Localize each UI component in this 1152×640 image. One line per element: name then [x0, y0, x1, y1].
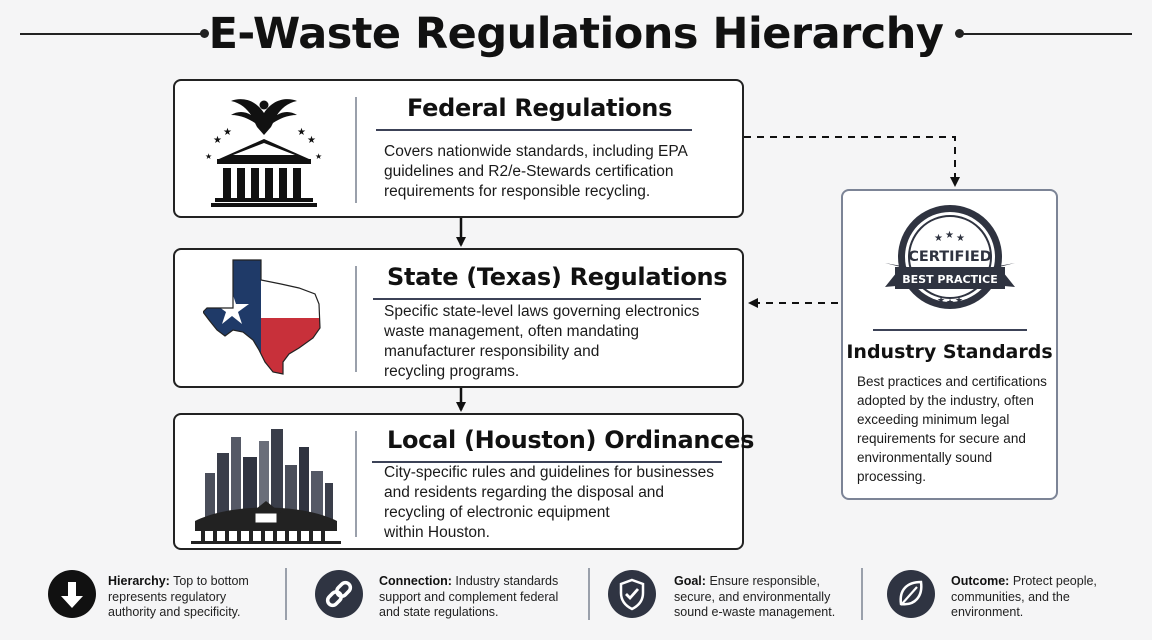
- page-title: E-Waste Regulations Hierarchy: [208, 9, 944, 59]
- title-dot-right: [955, 29, 964, 38]
- local-title: Local (Houston) Ordinances: [387, 426, 755, 454]
- title-rule-right: [960, 33, 1132, 35]
- footer-hierarchy: Hierarchy: Top to bottom represents regu…: [48, 566, 278, 626]
- certified-badge-icon: ★ ★ ★ CERTIFIED BEST PRACTICE ★ ★ ★: [885, 205, 1015, 309]
- footer-outcome-text: Outcome: Protect people, communities, an…: [951, 574, 1097, 619]
- footer-hierarchy-text: Hierarchy: Top to bottom represents regu…: [108, 574, 249, 619]
- federal-description: Covers nationwide standards, including E…: [384, 143, 688, 200]
- title-dot-left: [200, 29, 209, 38]
- local-card: Local (Houston) Ordinances City-specific…: [173, 413, 754, 550]
- state-description: Specific state-level laws governing elec…: [384, 303, 700, 380]
- industry-standards-card: ★ ★ ★ CERTIFIED BEST PRACTICE ★ ★ ★ Indu…: [841, 189, 1058, 500]
- local-description: City-specific rules and guidelines for b…: [384, 464, 714, 541]
- capitol-eagle-icon: ★ ★ ★ ★ ★ ★: [205, 99, 322, 207]
- svg-text:★: ★: [945, 230, 954, 241]
- shield-check-icon: [608, 570, 656, 618]
- svg-text:★: ★: [297, 127, 306, 138]
- houston-skyline-icon: [191, 429, 341, 544]
- footer-connection: Connection: Industry standards support a…: [315, 566, 575, 626]
- dashed-arrow-federal-to-industry: [744, 136, 960, 187]
- svg-text:★: ★: [315, 152, 322, 161]
- federal-card: ★ ★ ★ ★ ★ ★ Federal Regulations Covers n…: [173, 79, 744, 218]
- industry-title-rule: [873, 329, 1027, 331]
- industry-title: Industry Standards: [846, 341, 1053, 363]
- footer-connection-text: Connection: Industry standards support a…: [379, 574, 559, 619]
- footer-divider: [861, 568, 863, 620]
- svg-text:★: ★: [956, 233, 965, 244]
- leaf-icon: [887, 570, 935, 618]
- title-rule-left: [20, 33, 205, 35]
- vertical-divider: [355, 97, 357, 203]
- local-title-rule: [372, 461, 722, 463]
- svg-text:★: ★: [946, 297, 954, 307]
- title-row: E-Waste Regulations Hierarchy: [0, 8, 1152, 60]
- footer-divider: [588, 568, 590, 620]
- arrow-down-icon: [48, 570, 96, 618]
- svg-text:★: ★: [934, 233, 943, 244]
- state-title-rule: [373, 298, 701, 300]
- svg-text:★: ★: [937, 295, 945, 305]
- footer-outcome: Outcome: Protect people, communities, an…: [887, 566, 1117, 626]
- link-icon: [315, 570, 363, 618]
- svg-text:★: ★: [307, 135, 316, 146]
- vertical-divider: [355, 431, 357, 537]
- footer-goal: Goal: Ensure responsible, secure, and en…: [608, 566, 858, 626]
- svg-text:★: ★: [223, 127, 232, 138]
- federal-title: Federal Regulations: [407, 94, 673, 122]
- federal-title-rule: [376, 129, 692, 131]
- texas-map-icon: [203, 259, 321, 375]
- badge-ribbon-text: BEST PRACTICE: [902, 273, 997, 286]
- footer-divider: [285, 568, 287, 620]
- vertical-divider: [355, 266, 357, 372]
- industry-description: Best practices and certifications adopte…: [857, 374, 1047, 484]
- badge-certified-text: CERTIFIED: [908, 249, 992, 265]
- svg-text:★: ★: [955, 295, 963, 305]
- footer-goal-text: Goal: Ensure responsible, secure, and en…: [674, 574, 836, 619]
- svg-text:★: ★: [213, 135, 222, 146]
- state-card: State (Texas) Regulations Specific state…: [173, 248, 744, 388]
- state-title: State (Texas) Regulations: [387, 263, 728, 291]
- svg-text:★: ★: [205, 152, 212, 161]
